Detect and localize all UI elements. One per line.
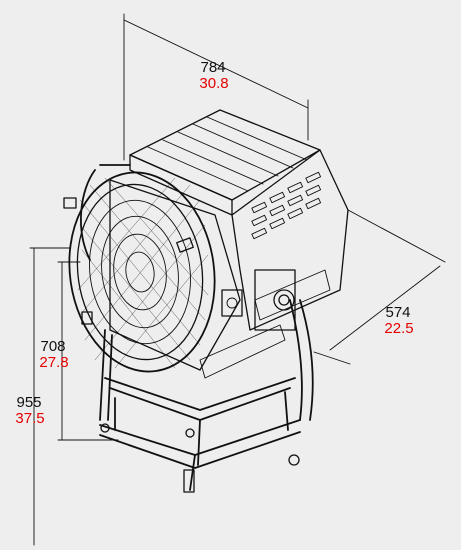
stand-details bbox=[100, 269, 300, 493]
dimension-lines bbox=[29, 13, 446, 546]
focus-knob bbox=[221, 289, 243, 317]
depth-inch-label: 22.5 bbox=[384, 320, 414, 337]
depth-mm-label: 574 bbox=[385, 304, 411, 321]
height-total-inch-label: 37.5 bbox=[15, 410, 45, 427]
lamp-housing bbox=[109, 109, 349, 379]
height-total-mm-label: 955 bbox=[16, 394, 42, 411]
width-mm-label: 784 bbox=[200, 59, 226, 76]
height-head-inch-label: 27.8 bbox=[39, 354, 69, 371]
fresnel-lens bbox=[63, 171, 216, 373]
width-inch-label: 30.8 bbox=[199, 75, 229, 92]
height-head-mm-label: 708 bbox=[40, 338, 66, 355]
yoke-stand bbox=[80, 164, 314, 491]
